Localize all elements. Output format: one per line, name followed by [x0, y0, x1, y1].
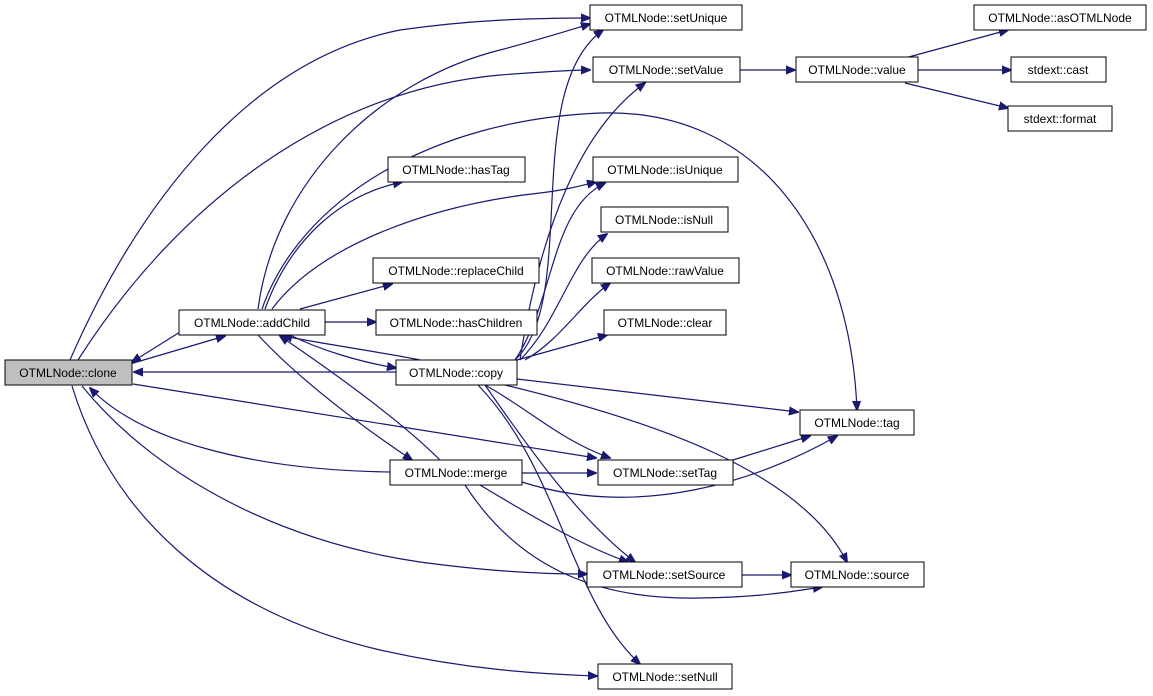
node-label: OTMLNode::replaceChild	[388, 264, 523, 278]
node-label: stdext::cast	[1028, 63, 1089, 77]
node-label: OTMLNode::merge	[405, 466, 508, 480]
node-merge[interactable]: OTMLNode::merge	[389, 459, 523, 486]
edge-copy-setSource	[484, 384, 635, 562]
node-hasTag[interactable]: OTMLNode::hasTag	[387, 156, 526, 183]
node-label: OTMLNode::setTag	[613, 466, 717, 480]
edge-value-asOTMLNode	[904, 30, 1008, 59]
node-rawValue[interactable]: OTMLNode::rawValue	[591, 257, 740, 284]
node-hasChildren[interactable]: OTMLNode::hasChildren	[375, 309, 538, 336]
edge-value-format	[904, 82, 1008, 108]
edge-addChild-setUnique	[257, 24, 590, 310]
edge-copy-rawValue	[524, 283, 610, 361]
edge-clone-addChild	[129, 336, 225, 365]
edge-merge-source	[464, 484, 822, 599]
edge-copy-tag	[516, 378, 798, 412]
edge-copy-source	[504, 384, 847, 562]
edge-merge-clone	[90, 388, 391, 473]
edge-copy-clear	[516, 335, 607, 361]
node-label: stdext::format	[1024, 112, 1097, 126]
node-isNull[interactable]: OTMLNode::isNull	[600, 206, 729, 233]
edge-copy-isNull	[519, 234, 607, 361]
node-setNull[interactable]: OTMLNode::setNull	[597, 663, 733, 690]
edge-clone-setNull	[71, 385, 597, 676]
node-label: OTMLNode::copy	[409, 366, 503, 380]
edge-clone-setTag	[132, 383, 596, 458]
edge-addChild-replaceChild	[299, 284, 392, 310]
node-label: OTMLNode::asOTMLNode	[988, 11, 1132, 25]
edge-copy-isUnique	[514, 183, 605, 361]
node-setTag[interactable]: OTMLNode::setTag	[597, 459, 734, 486]
node-label: OTMLNode::hasTag	[402, 163, 509, 177]
node-tag[interactable]: OTMLNode::tag	[799, 409, 915, 436]
node-source[interactable]: OTMLNode::source	[790, 561, 925, 588]
edge-copy-addChild	[283, 336, 421, 361]
node-setValue[interactable]: OTMLNode::setValue	[592, 56, 741, 83]
edge-merge-tag	[521, 436, 837, 498]
node-label: OTMLNode::isNull	[615, 213, 713, 227]
nodes: OTMLNode::clone OTMLNode::addChild OTMLN…	[4, 4, 1147, 690]
edge-addChild-tag	[261, 112, 857, 410]
node-label: OTMLNode::setValue	[609, 63, 724, 77]
edge-setTag-tag	[732, 436, 810, 461]
node-replaceChild[interactable]: OTMLNode::replaceChild	[372, 257, 540, 284]
node-label: OTMLNode::source	[805, 568, 910, 582]
edge-clone-setUnique	[69, 18, 590, 361]
node-isUnique[interactable]: OTMLNode::isUnique	[592, 156, 739, 183]
node-clear[interactable]: OTMLNode::clear	[603, 309, 727, 336]
node-asOTMLNode[interactable]: OTMLNode::asOTMLNode	[973, 4, 1147, 31]
node-format[interactable]: stdext::format	[1007, 105, 1113, 132]
node-value[interactable]: OTMLNode::value	[795, 56, 919, 83]
edge-addChild-merge	[257, 334, 412, 460]
edge-addChild-hasTag	[264, 182, 402, 310]
node-addChild[interactable]: OTMLNode::addChild	[178, 309, 326, 336]
node-label: OTMLNode::setNull	[612, 670, 717, 684]
edge-clone-setSource	[81, 385, 587, 574]
node-clone[interactable]: OTMLNode::clone	[4, 359, 133, 386]
node-setUnique[interactable]: OTMLNode::setUnique	[589, 4, 743, 31]
node-label: OTMLNode::value	[808, 63, 906, 77]
node-label: OTMLNode::clear	[618, 316, 713, 330]
node-label: OTMLNode::setSource	[603, 568, 726, 582]
edge-copy-setNull	[477, 384, 640, 664]
edge-merge-addChild	[280, 336, 441, 461]
node-label: OTMLNode::hasChildren	[390, 316, 523, 330]
node-label: OTMLNode::isUnique	[607, 163, 723, 177]
node-label: OTMLNode::rawValue	[606, 264, 724, 278]
node-cast[interactable]: stdext::cast	[1010, 56, 1107, 83]
edge-merge-setSource	[479, 484, 628, 562]
node-setSource[interactable]: OTMLNode::setSource	[586, 561, 743, 588]
node-label: OTMLNode::clone	[19, 366, 117, 380]
edges	[69, 18, 1011, 676]
node-label: OTMLNode::addChild	[194, 316, 310, 330]
edge-addChild-clone	[132, 331, 181, 362]
edge-clone-setValue	[77, 70, 590, 361]
node-copy[interactable]: OTMLNode::copy	[395, 359, 518, 386]
node-label: OTMLNode::setUnique	[605, 11, 728, 25]
edge-copy-setTag	[484, 384, 610, 458]
edge-addChild-isUnique	[271, 182, 596, 310]
node-label: OTMLNode::tag	[814, 416, 899, 430]
